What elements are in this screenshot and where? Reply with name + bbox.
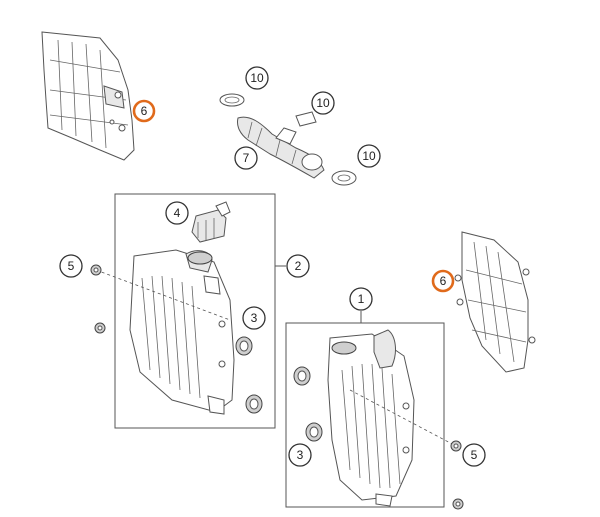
radiator-shroud-right [454, 231, 536, 373]
callout-10-b: 10 [311, 91, 335, 115]
radiator-cap [191, 201, 231, 243]
svg-text:5: 5 [68, 259, 75, 273]
svg-text:1: 1 [358, 292, 365, 306]
callout-3-left: 3 [242, 306, 266, 330]
grommet-left-upper [235, 336, 253, 356]
svg-text:10: 10 [250, 71, 264, 85]
group-frame-left-radiator [114, 193, 276, 429]
callout-6-right: 6 [431, 269, 455, 293]
callout-5-left: 5 [59, 254, 83, 278]
svg-text:6: 6 [440, 274, 447, 288]
grommet-right-lower [305, 422, 323, 442]
svg-text:10: 10 [362, 149, 376, 163]
callout-5-right: 5 [462, 443, 486, 467]
svg-text:5: 5 [471, 448, 478, 462]
svg-text:6: 6 [141, 104, 148, 118]
grommet-left-lower [245, 394, 263, 414]
screw-right [450, 440, 462, 452]
svg-text:2: 2 [295, 259, 302, 273]
callout-6-top: 6 [132, 99, 156, 123]
group-frame-right-radiator [285, 322, 445, 508]
callout-10-c: 10 [357, 144, 381, 168]
screw-loose-right [452, 498, 464, 510]
callout-3-right: 3 [288, 443, 312, 467]
radiator-right [327, 329, 415, 507]
hose-assembly [219, 93, 357, 186]
radiator-left [129, 249, 235, 415]
callout-10-a: 10 [245, 66, 269, 90]
callout-1: 1 [349, 287, 373, 311]
svg-text:10: 10 [316, 96, 330, 110]
svg-text:7: 7 [243, 151, 250, 165]
svg-text:3: 3 [251, 311, 258, 325]
grommet-right-upper [293, 366, 311, 386]
radiator-shroud-left [41, 31, 135, 161]
screw-loose-left [94, 322, 106, 334]
svg-text:4: 4 [174, 206, 181, 220]
screw-left [90, 264, 102, 276]
callout-7: 7 [234, 146, 258, 170]
callout-4: 4 [165, 201, 189, 225]
svg-text:3: 3 [297, 448, 304, 462]
callout-2: 2 [286, 254, 310, 278]
